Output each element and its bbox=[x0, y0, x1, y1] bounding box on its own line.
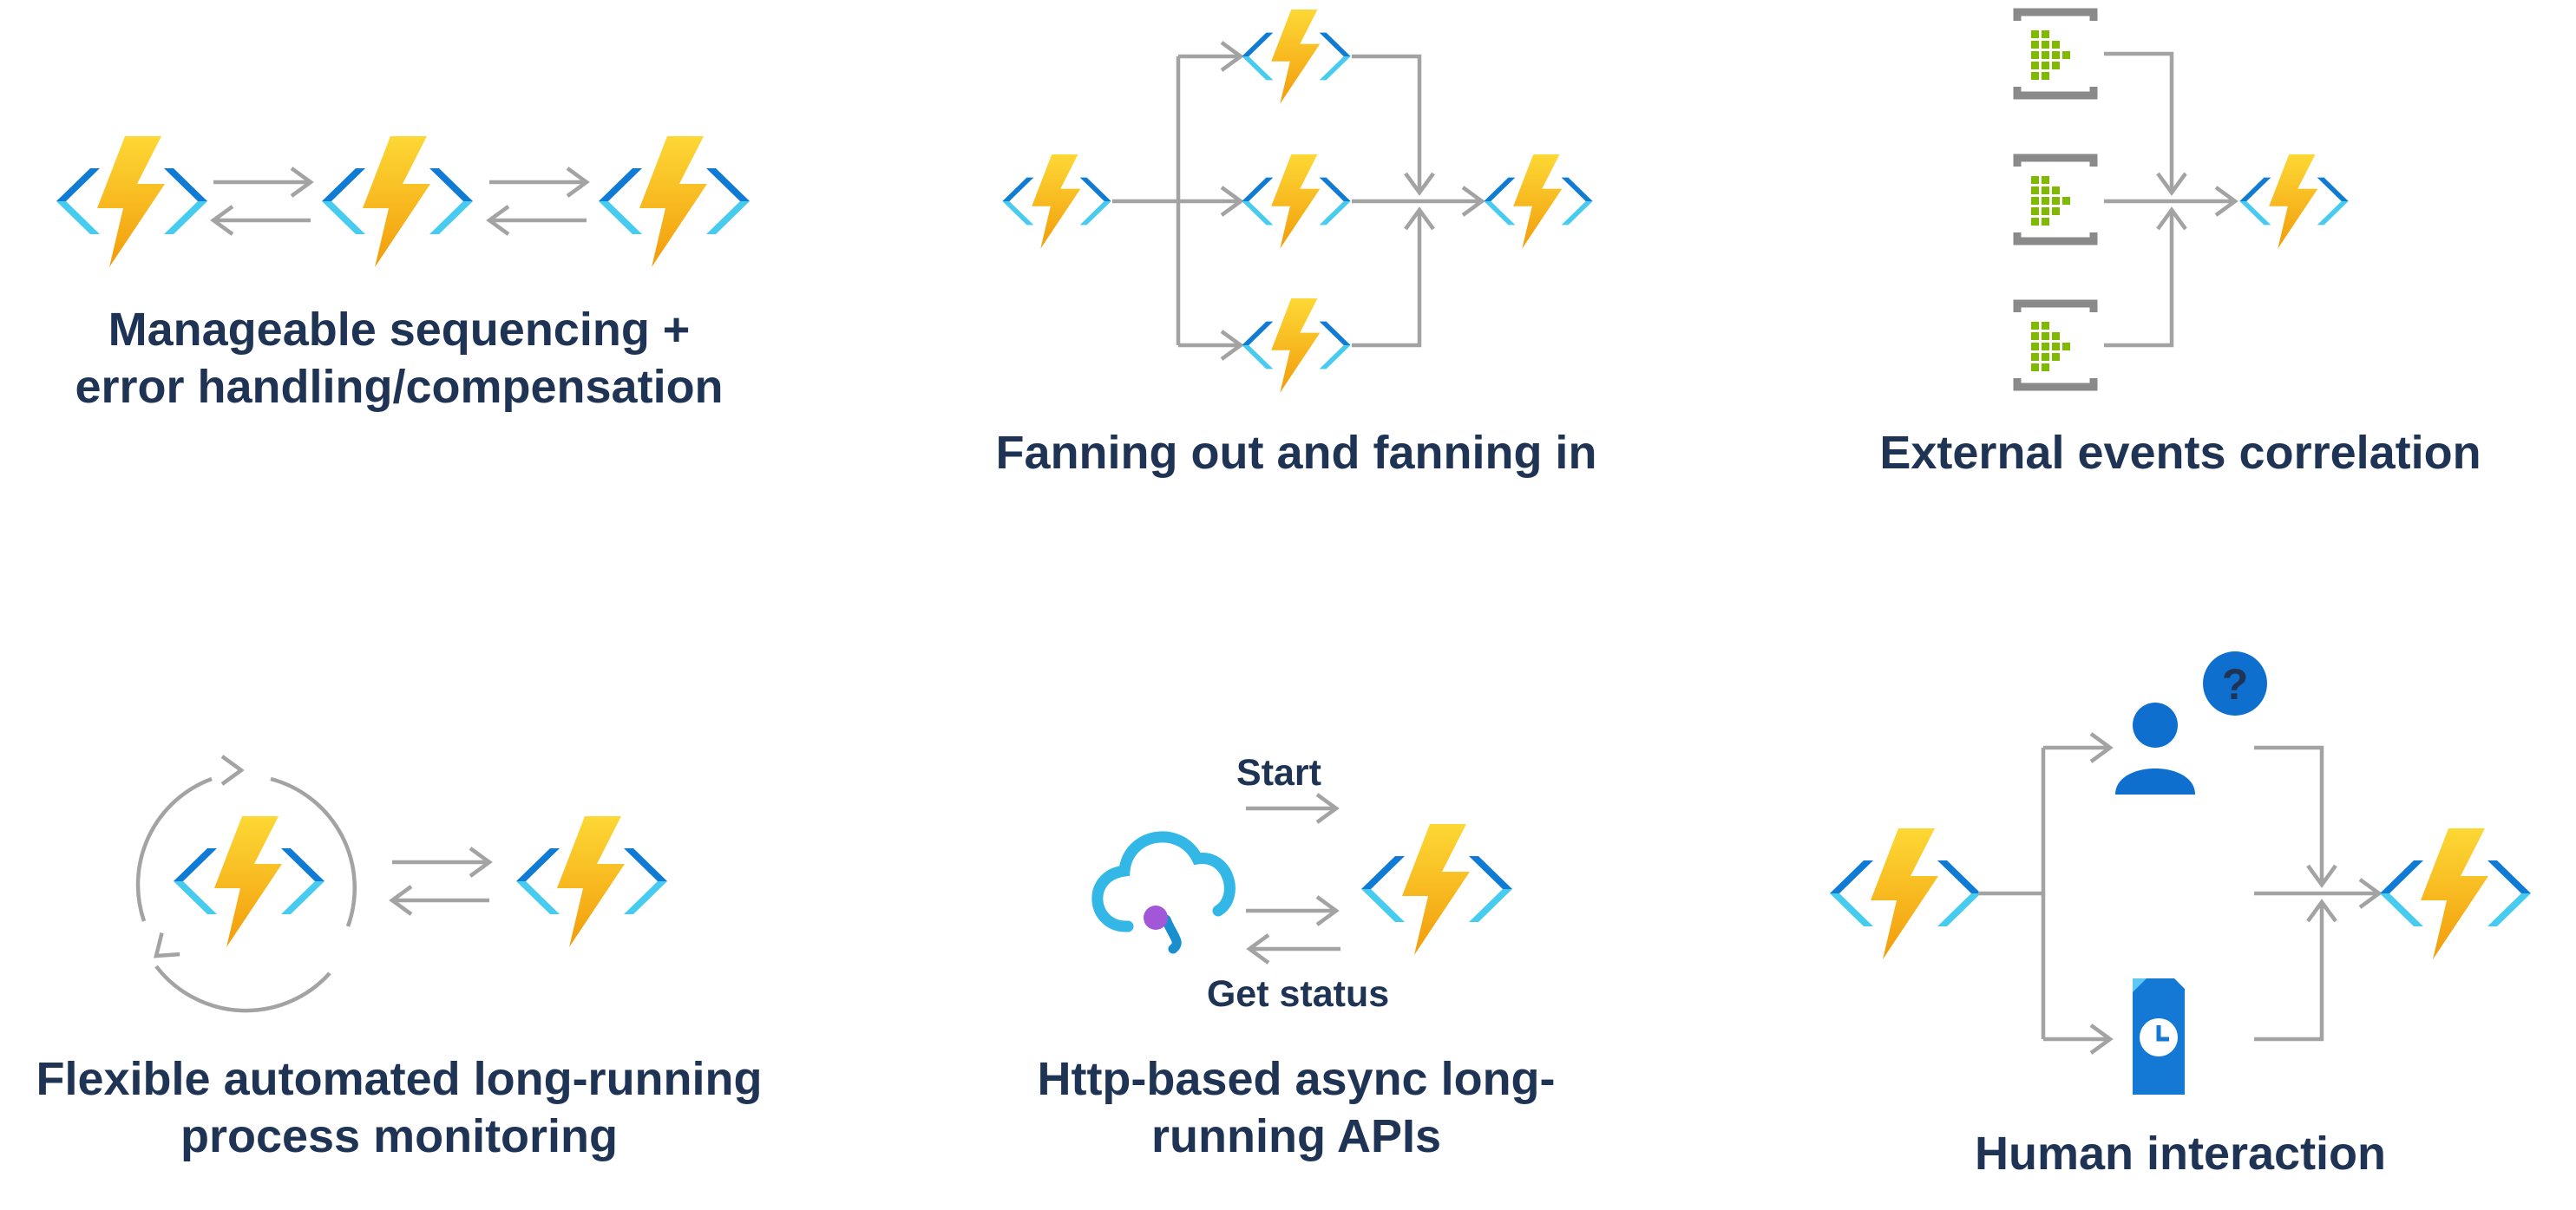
cycle-arrows-icon bbox=[135, 756, 357, 1013]
caption-http-line2: running APIs bbox=[1151, 1110, 1441, 1162]
function-icon bbox=[1242, 298, 1351, 393]
function-icon bbox=[2380, 828, 2531, 959]
function-icon bbox=[322, 136, 473, 267]
caption-events: External events correlation bbox=[1879, 427, 2481, 479]
function-icon bbox=[2239, 154, 2349, 249]
panel-monitoring: Flexible automated long-running process … bbox=[36, 756, 763, 1162]
panel-human-interaction: ? Human interaction bbox=[1830, 651, 2531, 1180]
get-status-label: Get status bbox=[1207, 973, 1389, 1015]
caption-human: Human interaction bbox=[1975, 1128, 2386, 1180]
start-label: Start bbox=[1236, 752, 1321, 794]
function-icon bbox=[1242, 154, 1351, 249]
user-icon bbox=[2115, 703, 2195, 795]
function-icon bbox=[1242, 10, 1351, 104]
panel-sequencing: Manageable sequencing + error handling/c… bbox=[56, 136, 750, 413]
function-icon bbox=[599, 136, 750, 267]
function-icon bbox=[516, 816, 667, 947]
bidirectional-arrows-icon bbox=[392, 848, 489, 914]
panel-fan-out-fan-in: Fanning out and fanning in bbox=[996, 10, 1597, 479]
function-icon bbox=[174, 816, 324, 947]
bidirectional-arrows-icon bbox=[213, 168, 311, 234]
event-queue-icon bbox=[2017, 12, 2094, 95]
panel-http-async: Start Get status Http-based async long- … bbox=[1037, 752, 1555, 1162]
question-icon: ? bbox=[2203, 651, 2267, 716]
caption-monitor-line1: Flexible automated long-running bbox=[36, 1053, 763, 1105]
caption-fan: Fanning out and fanning in bbox=[996, 427, 1597, 479]
function-icon bbox=[1484, 154, 1593, 249]
function-icon bbox=[1361, 824, 1512, 955]
caption-http-line1: Http-based async long- bbox=[1037, 1053, 1555, 1105]
function-icon bbox=[1830, 828, 1981, 959]
caption-sequencing-line1: Manageable sequencing + bbox=[108, 304, 691, 356]
event-queue-icon bbox=[2017, 158, 2094, 241]
question-mark: ? bbox=[2222, 660, 2249, 709]
function-icon bbox=[56, 136, 207, 267]
caption-monitor-line2: process monitoring bbox=[180, 1110, 618, 1162]
cloud-api-icon bbox=[1091, 831, 1236, 954]
event-queue-icon bbox=[2017, 304, 2094, 387]
bidirectional-arrows-icon bbox=[489, 168, 587, 234]
caption-sequencing-line2: error handling/compensation bbox=[75, 361, 723, 413]
function-icon bbox=[1002, 154, 1111, 249]
panel-external-events: External events correlation bbox=[1879, 12, 2481, 479]
document-clock-icon bbox=[2133, 978, 2185, 1095]
